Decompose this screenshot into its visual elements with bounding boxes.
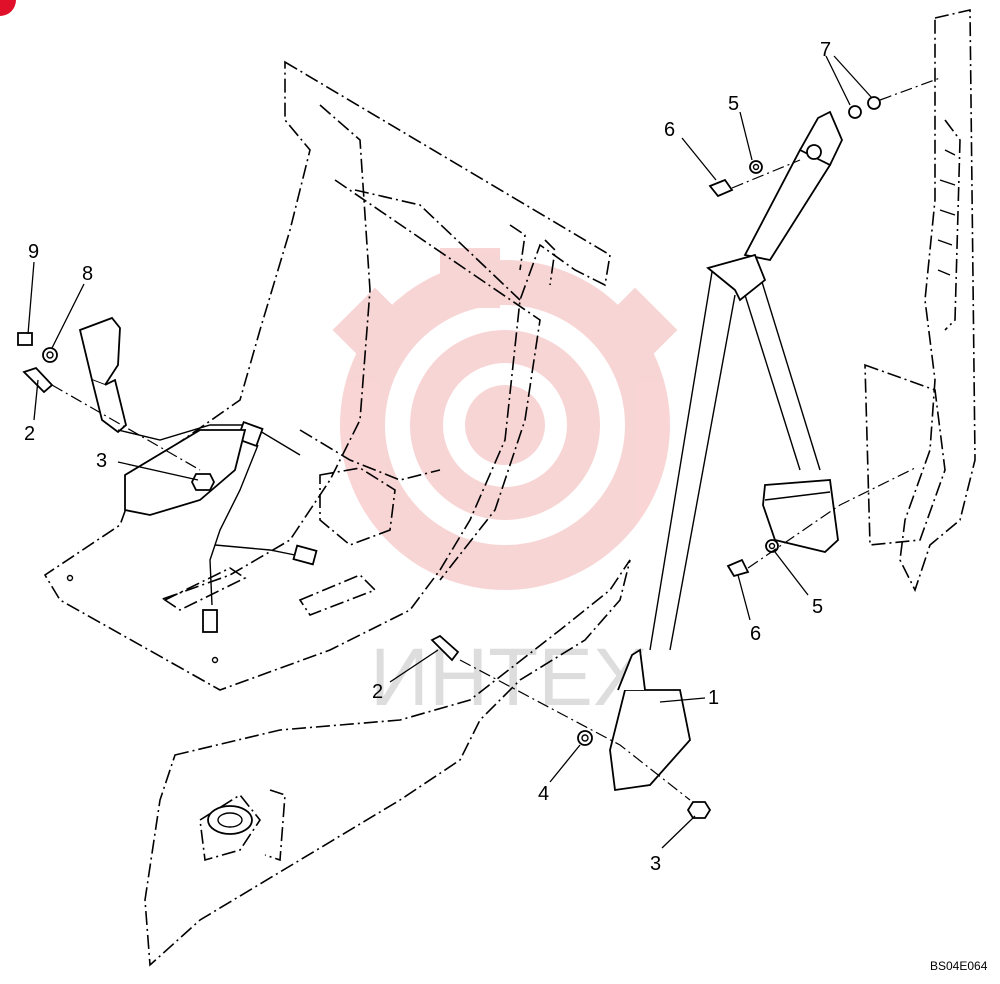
watermark-text: ИНТЕХ <box>370 632 648 723</box>
callout-3-left: 3 <box>96 450 107 472</box>
callout-6-bottom: 6 <box>750 623 761 645</box>
assembly-centerlines <box>51 77 941 801</box>
callout-8: 8 <box>82 263 93 285</box>
callout-7: 7 <box>820 39 831 61</box>
drawing-code: BS04E064 <box>930 959 988 973</box>
corner-mark <box>0 0 16 16</box>
callout-1: 1 <box>708 687 719 709</box>
seat-belt-assembly <box>609 110 843 792</box>
callout-3-bottom: 3 <box>650 853 661 875</box>
callout-4: 4 <box>538 783 549 805</box>
callout-2-left: 2 <box>24 423 35 445</box>
seat-shell-phantom <box>43 60 611 691</box>
callout-6-top: 6 <box>664 119 675 141</box>
fastener-hardware <box>17 96 881 819</box>
cab-pillar-phantom <box>864 8 976 593</box>
callout-5-top: 5 <box>728 93 739 115</box>
callout-leaders <box>27 55 873 849</box>
callout-9: 9 <box>28 241 39 263</box>
watermark-logo <box>332 248 678 590</box>
callout-5-bottom: 5 <box>812 596 823 618</box>
seat-frame-phantom <box>144 559 631 967</box>
left-buckle-assembly <box>78 316 318 633</box>
callout-2-center: 2 <box>372 681 383 703</box>
